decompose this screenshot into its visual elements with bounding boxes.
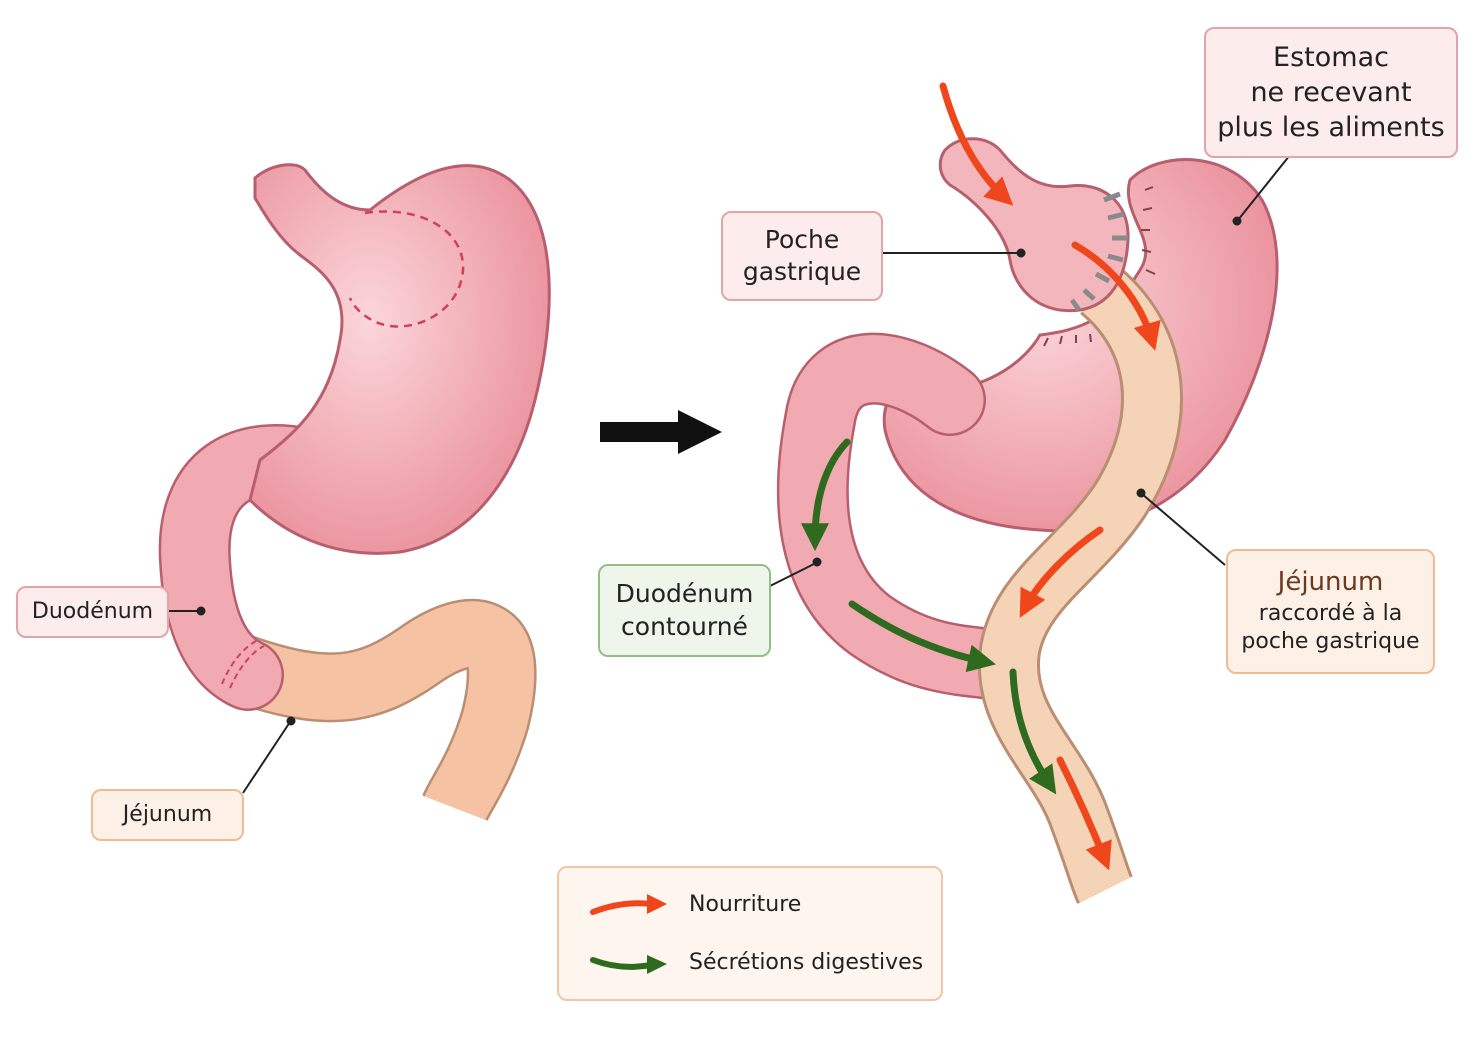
secretion-flow-arrows (801, 438, 1057, 795)
label-jejunum-joined: Jéjunum raccordé à la poche gastrique (1226, 549, 1435, 674)
label-bypassed-duodenum-line2: contourné (621, 611, 748, 641)
legend-item-secretions: Sécrétions digestives (589, 948, 923, 978)
label-remnant-stomach-line3: plus les aliments (1217, 112, 1445, 144)
food-arrow-icon (590, 894, 667, 915)
normal-anatomy (158, 163, 551, 823)
staple-line-remnant (1043, 186, 1156, 347)
legend-item-food: Nourriture (589, 890, 801, 920)
label-jejunum-joined-line2: raccordé à la (1258, 600, 1403, 626)
label-bypassed-duodenum: Duodénum contourné (598, 564, 771, 657)
bypass-anatomy (776, 82, 1279, 904)
legend-food-label: Nourriture (689, 891, 802, 917)
jejunum-left (228, 598, 537, 823)
label-remnant-stomach-line1: Estomac (1273, 41, 1389, 73)
label-gastric-pouch: Poche gastrique (721, 211, 883, 301)
label-duodenum: Duodénum (16, 586, 169, 638)
label-jejunum-joined-line3: poche gastrique (1241, 629, 1420, 655)
legend-secretions-label: Sécrétions digestives (689, 949, 924, 975)
label-jejunum: Jéjunum (91, 789, 244, 841)
label-remnant-stomach: Estomac ne recevant plus les aliments (1204, 27, 1458, 158)
label-gastric-pouch-line1: Poche (764, 224, 840, 254)
food-flow-arrows (939, 82, 1161, 871)
label-gastric-pouch-line2: gastrique (742, 257, 862, 286)
gastric-pouch (938, 137, 1130, 313)
jejunum-roux-limb (977, 266, 1183, 904)
label-jejunum-joined-title: Jéjunum (1277, 567, 1384, 597)
duodenum-jejunum-junction (221, 639, 265, 689)
left-leader-lines (168, 606, 296, 794)
future-pouch-outline (348, 210, 465, 328)
secretion-arrow-icon (590, 955, 667, 974)
label-remnant-stomach-line2: ne recevant (1250, 76, 1412, 108)
label-duodenum-text: Duodénum (31, 598, 154, 624)
legend: Nourriture Sécrétions digestives (557, 866, 943, 1001)
staple-line-pouch (1069, 191, 1128, 312)
label-bypassed-duodenum-line1: Duodénum (615, 579, 754, 608)
stomach-left (248, 163, 551, 555)
label-jejunum-text: Jéjunum (122, 801, 213, 827)
right-leader-lines (769, 154, 1291, 587)
